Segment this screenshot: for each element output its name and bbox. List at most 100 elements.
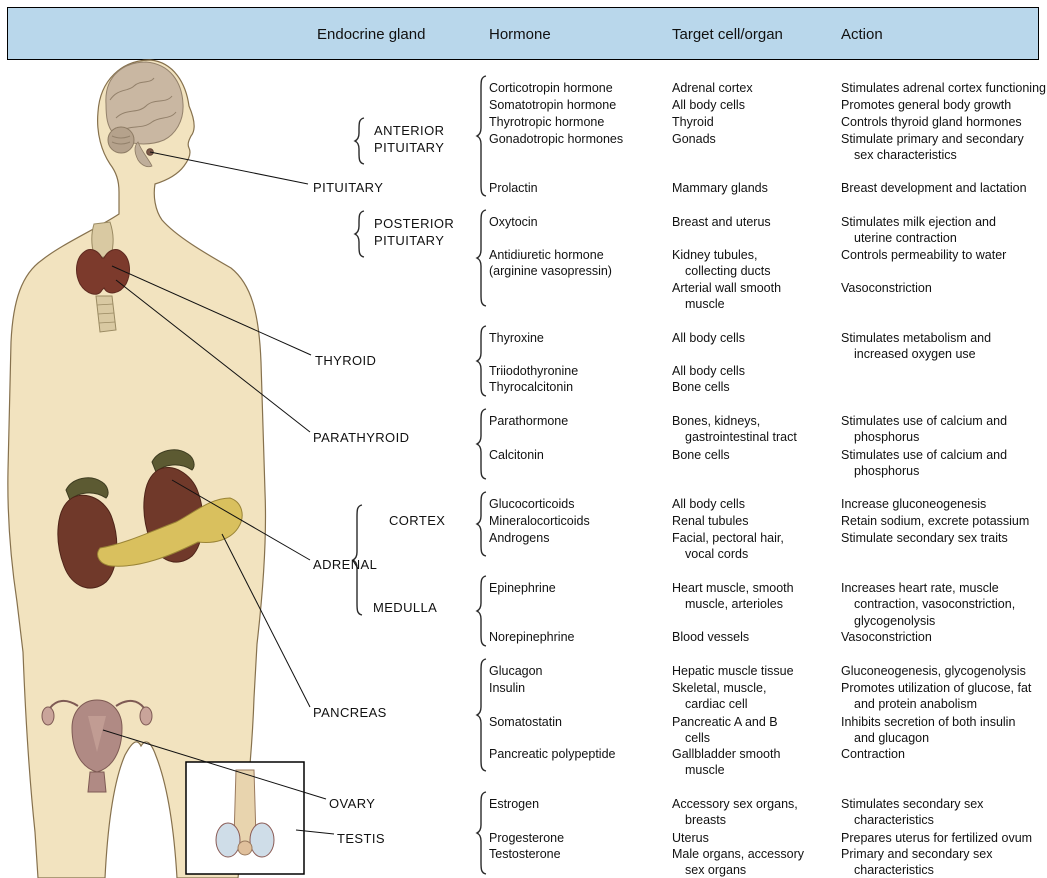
hormone-cell: Corticotropin hormone [489,81,613,95]
column-header-hormone: Hormone [489,26,551,43]
connector-line-testis [295,829,335,835]
kidney-left [57,494,118,589]
target-cell: Breast and uterus [672,215,771,229]
ovary-right [139,706,153,726]
hormone-cell: Prolactin [489,181,538,195]
gland-label-thyroid: THYROID [315,353,377,368]
hormone-cell: Pancreatic polypeptide [489,747,616,761]
action-cell: Controls permeability to water [841,248,1007,262]
target-cell: Blood vessels [672,630,750,644]
target-cell: Skeletal, muscle,cardiac cell [672,681,767,712]
thyroid-hormones-brace [475,325,487,397]
target-cell: All body cells [672,364,745,378]
gland-label-pituitary: PITUITARY [313,180,384,195]
hormone-cell: Mineralocorticoids [489,514,590,528]
connector-line-thyroid [111,265,312,356]
hormone-cell: Somatostatin [489,715,562,729]
uterus-ovaries-illustration [41,699,153,793]
connector-line-pituitary [149,151,309,185]
hormone-cell: Progesterone [489,831,565,845]
connector-line-ovary [102,729,327,800]
adrenal-gland-right [151,449,195,473]
action-cell: Vasoconstriction [841,630,932,644]
action-cell: Increase gluconeogenesis [841,497,987,511]
action-cell: Breast development and lactation [841,181,1027,195]
hormone-cell: Parathormone [489,414,569,428]
adrenal-label-brace [351,504,363,616]
hormone-cell: Somatotropin hormone [489,98,617,112]
hormone-cell: Androgens [489,531,550,545]
gland-label-adrenal: ADRENAL [313,557,378,572]
adrenal-gland-left [65,477,109,501]
pancreas-illustration [97,497,243,567]
action-cell: Promotes general body growth [841,98,1012,112]
parathyroid-hormones-brace [475,408,487,480]
connector-line-parathyroid [115,279,311,433]
hormone-cell: Glucagon [489,664,543,678]
target-cell: Kidney tubules,collecting ducts [672,248,771,279]
posterior-pituitary-hormones-brace [475,209,487,307]
testis-inset [185,761,305,875]
target-cell: Renal tubules [672,514,749,528]
hormone-cell: Thyrotropic hormone [489,115,605,129]
ovary-left [41,706,55,726]
hormone-cell: Triiodothyronine [489,364,579,378]
target-cell: Hepatic muscle tissue [672,664,794,678]
hormone-cell: Estrogen [489,797,540,811]
gland-label-parathyroid: PARATHYROID [313,430,410,445]
target-cell: Adrenal cortex [672,81,753,95]
cerebellum [107,126,135,154]
hormone-cell: Thyrocalcitonin [489,380,574,394]
ovary-testis-hormones-brace [475,791,487,875]
testis-left [215,822,241,858]
pancreas-hormones-brace [475,658,487,772]
gland-label-pancreas: PANCREAS [313,705,387,720]
gland-label-cortex: CORTEX [389,513,446,528]
hormone-cell: Antidiuretic hormone(arginine vasopressi… [489,248,612,279]
action-cell: Vasoconstriction [841,281,932,295]
glans [237,840,253,856]
target-cell: All body cells [672,331,745,345]
target-cell: Gonads [672,132,716,146]
medulla-hormones-brace [475,575,487,647]
target-cell: Facial, pectoral hair,vocal cords [672,531,784,562]
posterior-pituitary-label-brace [353,210,365,258]
target-cell: Mammary glands [672,181,768,195]
hormone-cell: Epinephrine [489,581,556,595]
target-cell: Uterus [672,831,709,845]
hormone-cell: Norepinephrine [489,630,575,644]
body-silhouette [7,59,267,878]
target-cell: Bone cells [672,380,730,394]
action-cell: Gluconeogenesis, glycogenolysis [841,664,1026,678]
cervix [87,771,107,793]
gland-label-testis: TESTIS [337,831,385,846]
target-cell: Bone cells [672,448,730,462]
column-header-action: Action [841,26,883,43]
cortex-hormones-brace [475,491,487,557]
hormone-cell: Glucocorticoids [489,497,575,511]
action-cell: Contraction [841,747,905,761]
column-header-target: Target cell/organ [672,26,783,43]
hormone-cell: Oxytocin [489,215,538,229]
action-cell: Prepares uterus for fertilized ovum [841,831,1033,845]
hormone-cell: Testosterone [489,847,561,861]
gland-label-medulla: MEDULLA [373,600,438,615]
anterior-pituitary-label-brace [353,117,365,165]
target-cell: Bones, kidneys,gastrointestinal tract [672,414,797,445]
thyroid-illustration [76,221,130,333]
